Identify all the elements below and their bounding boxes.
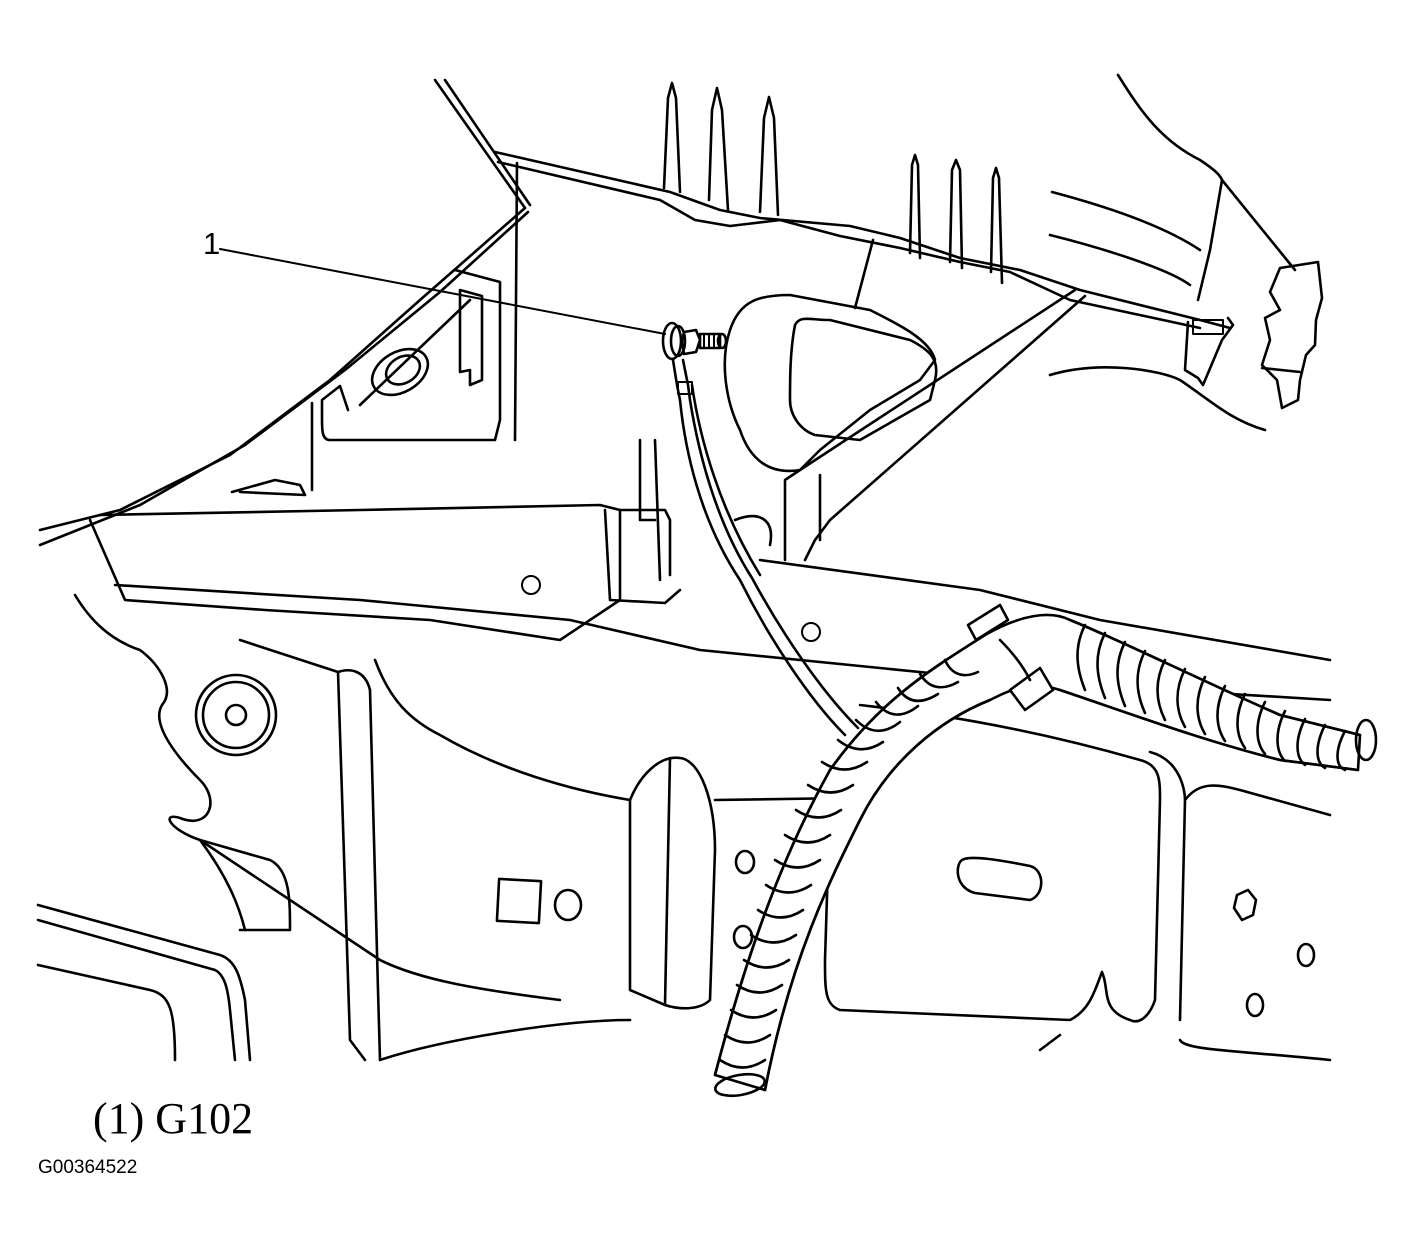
lower-left-rails — [36, 838, 562, 1062]
harness-clip — [966, 603, 1055, 712]
ground-stud — [661, 321, 728, 361]
diagonal-brace — [783, 288, 1087, 562]
right-bracket — [1048, 73, 1324, 432]
housing — [723, 293, 938, 473]
callout-1-leader — [219, 248, 666, 335]
left-mount — [230, 268, 502, 497]
ground-wire-pigtail — [671, 358, 860, 737]
figure-id: G00364522 — [38, 1157, 138, 1178]
right-lower-panel — [823, 703, 1332, 1062]
lower-body-panel — [73, 593, 852, 1062]
callout-number-1: 1 — [203, 226, 221, 261]
upper-support-rail — [493, 81, 1232, 330]
upper-left-strut — [38, 78, 532, 547]
diagram-caption: (1) G102 — [93, 1094, 254, 1143]
wiring-harness — [713, 613, 1378, 1098]
